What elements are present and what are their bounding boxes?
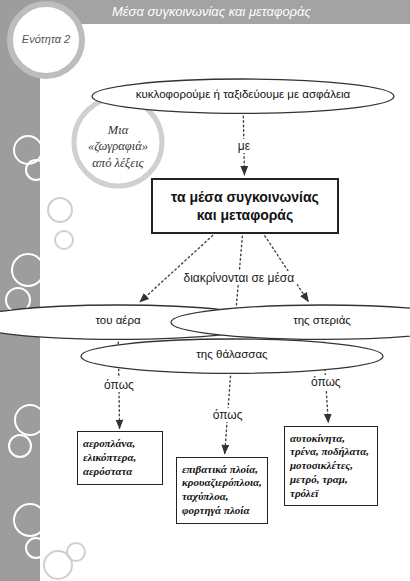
node-text: τα μέσα συγκοινωνίας και μεταφοράς (161, 188, 329, 224)
example-box: επιβατικά πλοία, κρουαζιερόπλοια, ταχύπλ… (176, 457, 268, 524)
caption-ring (74, 98, 162, 186)
caption-label: Μια «ζωγραφιά» από λέξεις (80, 122, 156, 171)
oval-shape (92, 79, 394, 113)
oval-shape (171, 305, 410, 339)
node-text: αεροπλάνα, ελικόπτερα, αερόστατα (83, 437, 157, 478)
node-text: της θάλασσας (96, 347, 368, 361)
dotted-arrow (140, 236, 213, 302)
edge-label: όπως (210, 408, 246, 422)
unit-ring (10, 4, 82, 76)
main-box: τα μέσα συγκοινωνίας και μεταφοράς (151, 178, 339, 234)
node-text: επιβατικά πλοία, κρουαζιερόπλοια, ταχύπλ… (182, 463, 262, 518)
example-box: αυτοκίνητα, τρένα, ποδήλατα, μοτοσικλέτε… (284, 426, 378, 507)
oval-shape (81, 339, 383, 373)
edge-label: όπως (101, 378, 137, 392)
edge-label: με (235, 139, 253, 153)
side-rings (6, 136, 85, 579)
edge-label: όπως (308, 375, 344, 389)
unit-label: Ενότητα 2 (12, 33, 80, 45)
edge-label: διακρίνονται σε μέσα (180, 271, 297, 285)
category-oval: της στεριάς (170, 304, 410, 340)
category-oval: της θάλασσας (80, 338, 384, 374)
header-title: Μέσα συγκοινωνίας και μεταφοράς (112, 4, 311, 19)
dotted-arrow (265, 236, 308, 302)
concept-oval: κυκλοφορούμε ή ταξιδεύουμε με ασφάλεια (91, 78, 395, 114)
oval-outline (170, 304, 410, 340)
node-text: της στεριάς (186, 313, 410, 327)
node-text: αυτοκίνητα, τρένα, ποδήλατα, μοτοσικλέτε… (290, 432, 372, 501)
header-bar (40, 0, 410, 24)
example-box: αεροπλάνα, ελικόπτερα, αερόστατα (77, 431, 163, 484)
side-band (0, 0, 40, 581)
node-text: κυκλοφορούμε ή ταξιδεύουμε με ασφάλεια (107, 87, 379, 101)
